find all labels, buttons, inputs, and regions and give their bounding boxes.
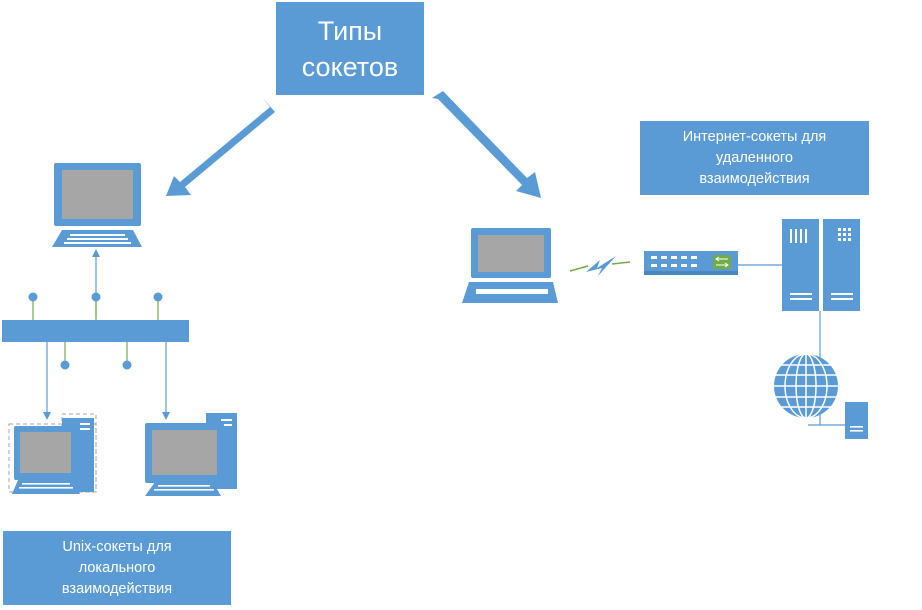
title-line-2: сокетов xyxy=(301,51,399,82)
internet-label-line-1: Интернет-сокеты для xyxy=(682,128,827,145)
small-server-icon xyxy=(845,402,868,439)
left-branch-arrow xyxy=(166,97,275,196)
workstation-icon xyxy=(145,413,237,496)
wireless-link-icon xyxy=(569,256,631,276)
right-branch-arrow xyxy=(432,91,541,198)
diagram-title-box: Типы сокетов xyxy=(276,2,424,95)
globe-icon xyxy=(774,353,838,419)
desktop-computer-icon xyxy=(52,163,142,247)
internet-sockets-label: Интернет-сокеты для удаленного взаимодей… xyxy=(640,121,869,195)
local-network-bus xyxy=(2,320,189,342)
internet-label-line-3: взаимодействия xyxy=(699,170,810,187)
unix-label-line-2: локального xyxy=(78,559,156,576)
unix-sockets-label: Unix-сокеты для локального взаимодействи… xyxy=(3,531,231,605)
bus-connector-dots xyxy=(28,292,163,370)
server-icon xyxy=(782,219,860,311)
unix-label-line-3: взаимодействия xyxy=(61,580,173,597)
laptop-icon xyxy=(462,228,558,303)
unix-label-line-1: Unix-сокеты для xyxy=(62,538,172,555)
network-hub-icon xyxy=(644,251,738,275)
workstation-dashed-icon xyxy=(8,413,97,494)
title-line-1: Типы xyxy=(317,15,383,46)
internet-label-line-2: удаленного xyxy=(716,149,793,166)
